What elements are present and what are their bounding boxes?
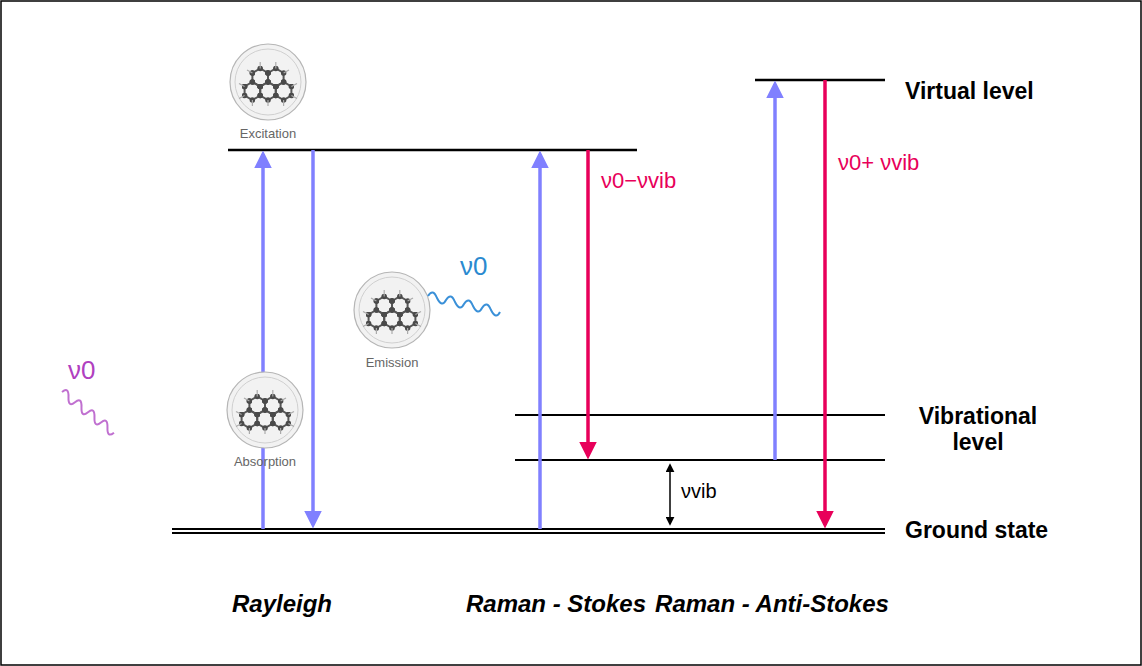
state-caption: Excitation	[240, 127, 296, 142]
molecule-excited	[230, 44, 306, 120]
process-name: Rayleigh	[232, 590, 332, 618]
frequency-label: ν0	[460, 252, 487, 282]
incident-photon	[54, 389, 122, 436]
state-caption: Absorption	[234, 455, 296, 470]
process-name: Raman - Stokes	[466, 590, 646, 618]
frequency-label: ν0−νvib	[601, 168, 676, 193]
molecule-emitting	[354, 272, 430, 348]
level-label: Vibrational level	[903, 403, 1053, 456]
energy-levels	[172, 80, 885, 533]
molecule-absorbing	[227, 372, 303, 448]
process-name: Raman - Anti-Stokes	[655, 590, 889, 618]
frequency-label: νvib	[681, 480, 717, 503]
transition-arrows	[263, 80, 825, 529]
frequency-label: ν0	[68, 356, 95, 386]
frequency-label: ν0+ νvib	[838, 150, 919, 175]
state-caption: Emission	[366, 356, 419, 371]
level-label: Ground state	[905, 517, 1048, 543]
level-label: Virtual level	[905, 78, 1034, 104]
emitted-photon	[428, 292, 500, 315]
vib-gap-arrow	[669, 465, 671, 524]
